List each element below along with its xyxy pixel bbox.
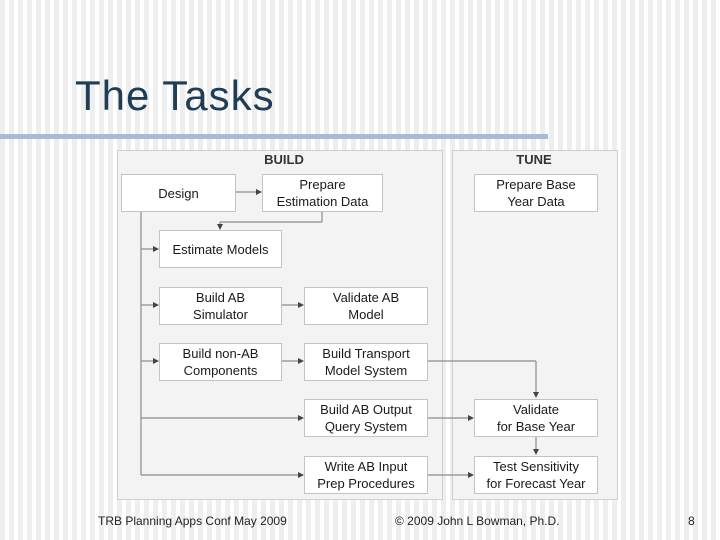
arrowhead-test-left (468, 472, 474, 478)
task-prepare-estimation-data: Prepare Estimation Data (262, 174, 383, 212)
footer-conference: TRB Planning Apps Conf May 2009 (98, 514, 287, 528)
build-header: BUILD (264, 152, 304, 167)
arrowhead-validate-ab (298, 302, 304, 308)
arrowhead-simulator (153, 302, 159, 308)
arrowhead-transport (298, 358, 304, 364)
arrowhead-write (298, 472, 304, 478)
task-write-ab-input-prep-procedures: Write AB Input Prep Procedures (304, 456, 428, 494)
arrowhead-test-top (533, 449, 539, 455)
arrowhead-prepare-data (256, 189, 262, 195)
arrowhead-nonab (153, 358, 159, 364)
task-build-ab-output-query-system: Build AB Output Query System (304, 399, 428, 437)
tune-header: TUNE (516, 152, 552, 167)
task-prepare-base-year-data: Prepare Base Year Data (474, 174, 598, 212)
footer-page-number: 8 (688, 514, 695, 528)
task-build-ab-simulator: Build AB Simulator (159, 287, 282, 325)
task-validate-ab-model: Validate AB Model (304, 287, 428, 325)
footer-copyright: © 2009 John L Bowman, Ph.D. (395, 514, 560, 528)
arrowhead-estimate-left (153, 246, 159, 252)
task-test-sensitivity-for-forecast-year: Test Sensitivity for Forecast Year (474, 456, 598, 494)
task-validate-for-base-year: Validate for Base Year (474, 399, 598, 437)
arrowhead-query (298, 415, 304, 421)
arrowhead-estimate-top (217, 224, 223, 230)
arrowhead-validate-base-left (468, 415, 474, 421)
task-design: Design (121, 174, 236, 212)
task-estimate-models: Estimate Models (159, 230, 282, 268)
slide-title: The Tasks (75, 72, 275, 119)
task-build-transport-model-system: Build Transport Model System (304, 343, 428, 381)
arrowhead-validate-base (533, 392, 539, 398)
title-underline (0, 134, 548, 139)
task-build-non-ab-components: Build non-AB Components (159, 343, 282, 381)
